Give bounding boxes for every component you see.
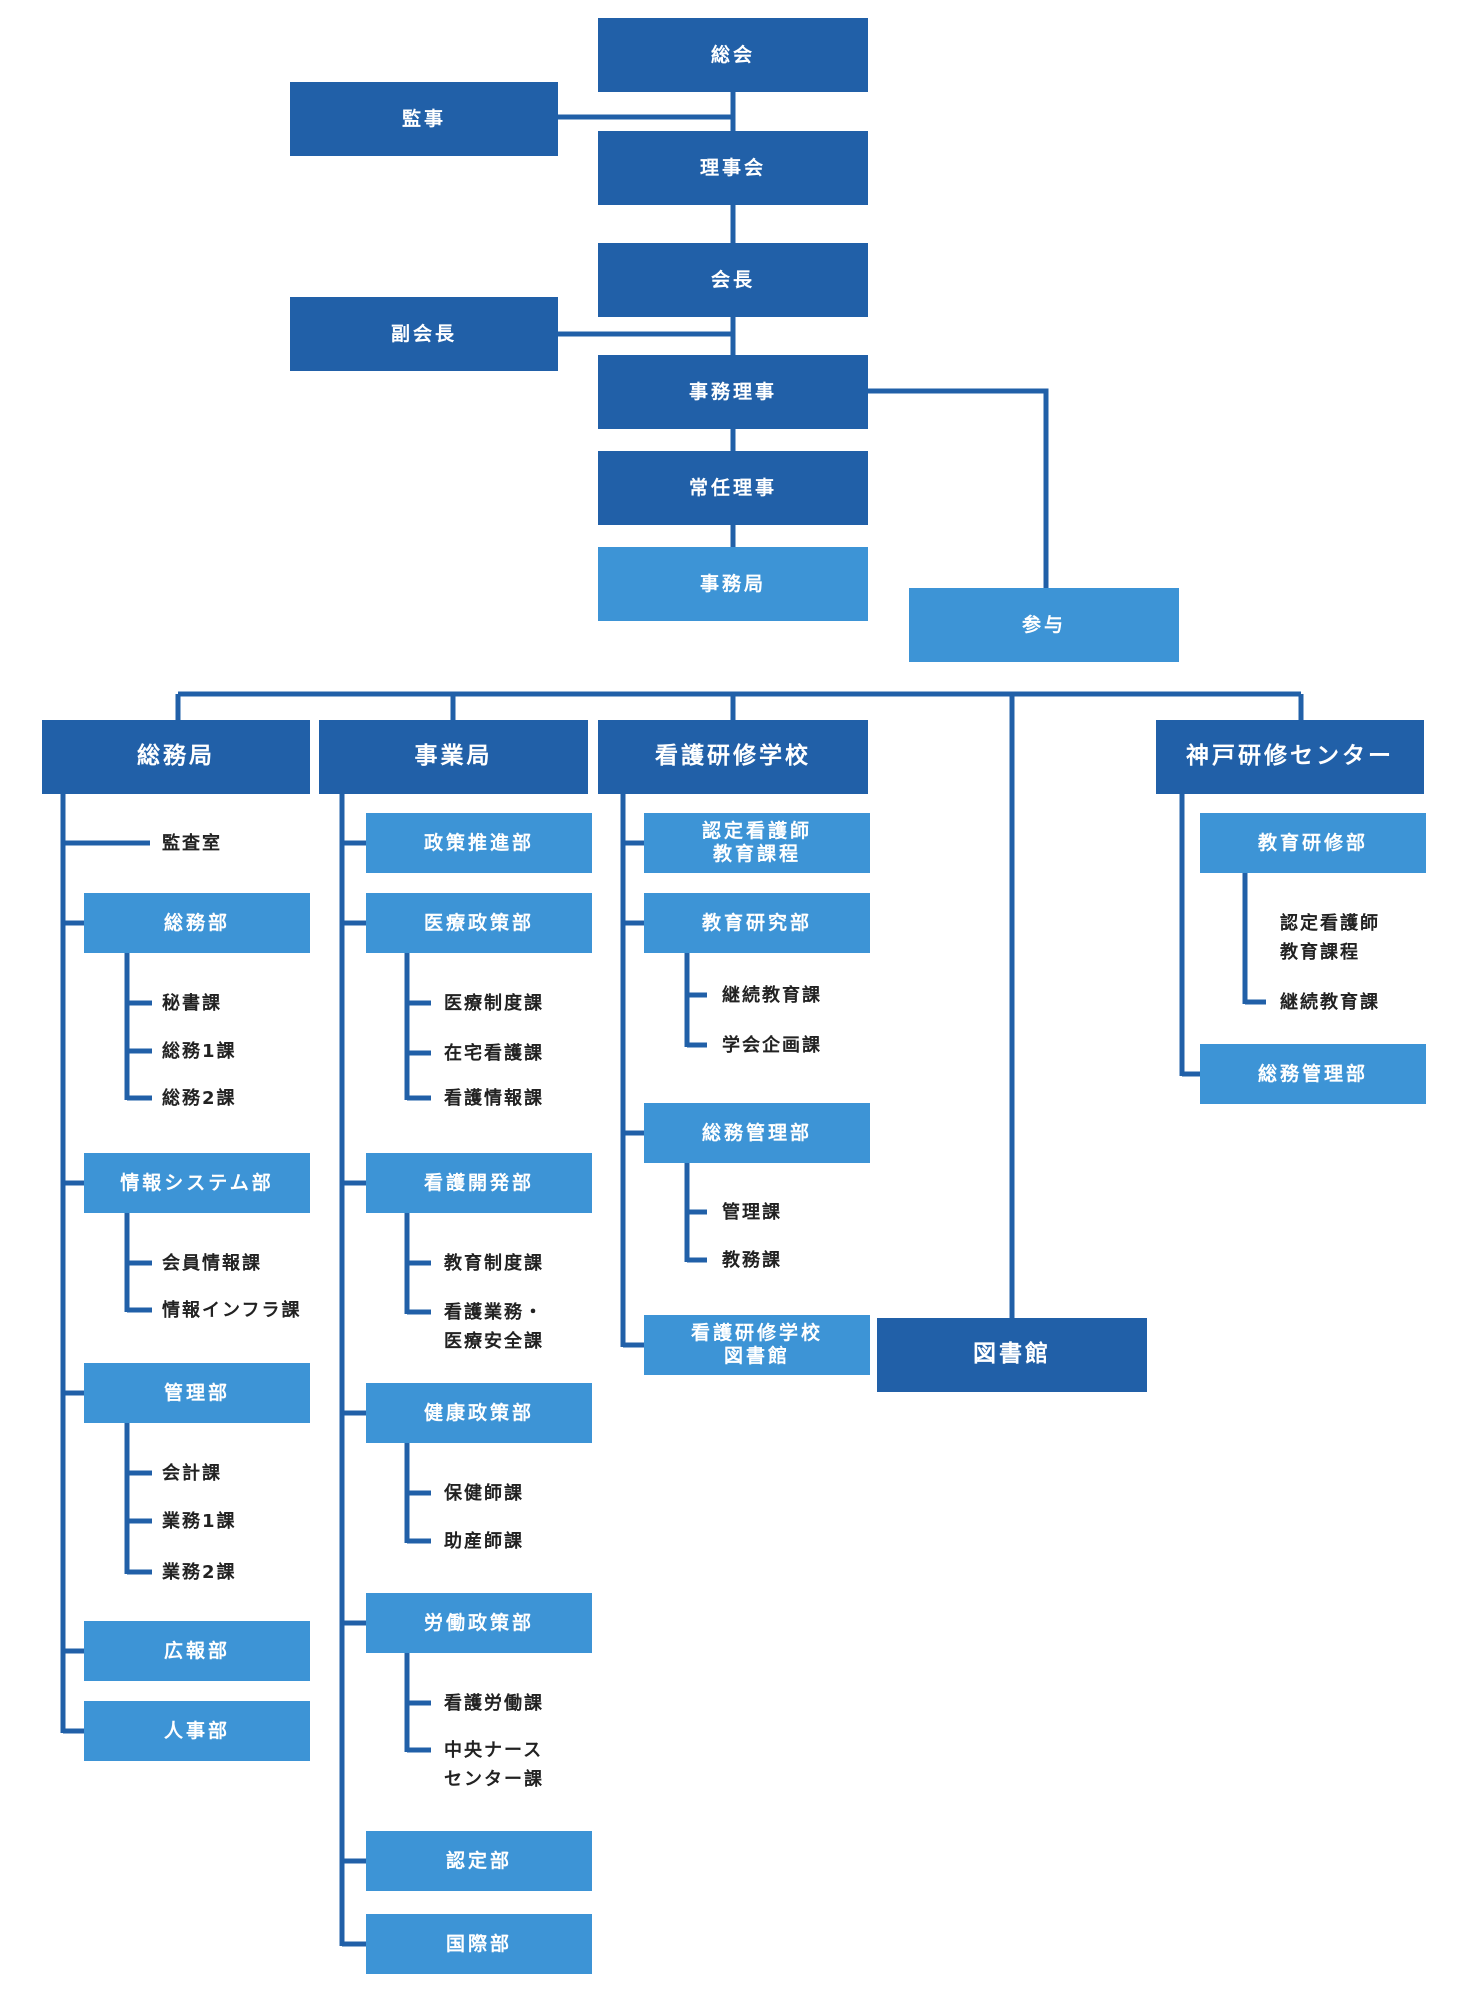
kango-joho-label: 看護情報課 [444,1088,544,1109]
rijikai-label: 理事会 [699,156,766,179]
jigyokyoku-box: 事業局 [319,720,588,794]
kyoiku-kenkyu-box: 教育研究部 [644,893,870,953]
chuo-nurse-label: 中央ナースセンター課 [444,1736,544,1794]
somukyoku-label: 総務局 [137,743,215,770]
somukyoku-box: 総務局 [42,720,310,794]
kobe-nintei-label: 認定看護師教育課程 [1280,909,1380,967]
gakko-toshokan-line2: 図書館 [723,1345,790,1367]
jonin-riji-box: 常任理事 [598,451,868,525]
seisaku-suishin-box: 政策推進部 [366,813,592,873]
jimu-riji-box: 事務理事 [598,355,868,429]
kyomu-label: 教務課 [722,1250,782,1271]
gakko-somu-kanri-label: 総務管理部 [701,1121,812,1144]
kenko-seisaku-label: 健康政策部 [423,1401,534,1424]
kanribu-label: 管理部 [163,1381,230,1404]
kobe-keizoku-label: 継続教育課 [1280,992,1380,1013]
sanyo-label: 参与 [1021,613,1066,636]
gakko-label: 看護研修学校 [655,743,811,770]
kokusai-label: 国際部 [445,1932,512,1955]
gyomu2-label: 業務2課 [162,1562,237,1583]
iryo-seisaku-box: 医療政策部 [366,893,592,953]
kanji-box: 監事 [290,82,558,156]
iryo-seisaku-label: 医療政策部 [423,911,534,934]
soukai-label: 総会 [710,43,755,66]
nintei-label: 認定部 [445,1849,512,1872]
hisho-label: 秘書課 [162,993,222,1014]
nintei-kyoiku-line1: 認定看護師 [701,820,812,843]
chuo-nurse-line1: 中央ナース [444,1740,544,1761]
toshokan-box: 図書館 [877,1318,1147,1392]
kango-rodo-label: 看護労働課 [444,1693,544,1714]
rodo-seisaku-box: 労働政策部 [366,1593,592,1653]
kango-kaihatsu-box: 看護開発部 [366,1153,592,1213]
fukukaicho-label: 副会長 [390,322,457,345]
nintei-kyoiku-line2: 教育課程 [712,843,801,865]
kanribu-box: 管理部 [84,1363,310,1423]
nintei-box: 認定部 [366,1831,592,1891]
jigyokyoku-label: 事業局 [414,743,493,770]
kyoiku-kenshu-box: 教育研修部 [1200,813,1426,873]
gakkai-label: 学会企画課 [722,1035,822,1056]
gakko-toshokan-box: 看護研修学校図書館 [644,1315,870,1375]
kobe-nintei-line2: 教育課程 [1280,942,1360,963]
kango-gyomu-line1: 看護業務・ [444,1302,544,1323]
gakko-box: 看護研修学校 [598,720,868,794]
kobe-somu-kanri-box: 総務管理部 [1200,1044,1426,1104]
nintei-kyoiku-box: 認定看護師教育課程 [644,813,870,873]
rijikai-box: 理事会 [598,131,868,205]
soukai-box: 総会 [598,18,868,92]
kyoiku-kenshu-label: 教育研修部 [1257,831,1368,854]
rodo-seisaku-label: 労働政策部 [423,1611,534,1634]
jinjibu-label: 人事部 [163,1719,230,1742]
kango-gyomu-label: 看護業務・医療安全課 [444,1298,544,1356]
kobe-label: 神戸研修センター [1186,743,1394,770]
kenko-seisaku-box: 健康政策部 [366,1383,592,1443]
gyomu1-label: 業務1課 [162,1511,237,1532]
somubu-label: 総務部 [163,911,230,934]
kyoiku-kenkyu-label: 教育研究部 [701,911,812,934]
kanji-label: 監事 [401,107,446,130]
kobe-box: 神戸研修センター [1156,720,1424,794]
keizoku-label: 継続教育課 [722,985,822,1006]
gakko-toshokan-line1: 看護研修学校 [690,1322,823,1345]
joho-system-box: 情報システム部 [84,1153,310,1213]
kango-gyomu-line2: 医療安全課 [444,1331,544,1352]
kobe-somu-kanri-label: 総務管理部 [1257,1062,1368,1085]
jimukyoku-box: 事務局 [598,547,868,621]
kansashitsu-label: 監査室 [162,833,222,854]
jimukyoku-label: 事務局 [699,572,766,595]
toshokan-label: 図書館 [973,1341,1051,1368]
kaiin-joho-label: 会員情報課 [162,1253,262,1274]
somubu-box: 総務部 [84,893,310,953]
kaicho-box: 会長 [598,243,868,317]
fukukaicho-box: 副会長 [290,297,558,371]
joho-system-label: 情報システム部 [120,1171,274,1194]
hokenshi-label: 保健師課 [444,1483,524,1504]
kobe-nintei-line1: 認定看護師 [1280,913,1380,934]
josanshi-label: 助産師課 [444,1531,524,1552]
jinjibu-box: 人事部 [84,1701,310,1761]
kaicho-label: 会長 [710,268,755,291]
kohobu-label: 広報部 [163,1639,230,1662]
gakko-somu-kanri-box: 総務管理部 [644,1103,870,1163]
joho-infra-label: 情報インフラ課 [162,1300,302,1321]
kanri-label: 管理課 [722,1202,782,1223]
sanyo-box: 参与 [909,588,1179,662]
kaikei-label: 会計課 [162,1463,222,1484]
seisaku-suishin-label: 政策推進部 [423,831,534,854]
somu1-label: 総務1課 [162,1041,237,1062]
iryo-seido-label: 医療制度課 [444,993,544,1014]
kohobu-box: 広報部 [84,1621,310,1681]
chuo-nurse-line2: センター課 [444,1769,544,1790]
kokusai-box: 国際部 [366,1914,592,1974]
jonin-riji-label: 常任理事 [688,476,777,499]
kyoiku-seido-label: 教育制度課 [444,1253,544,1274]
jimu-riji-label: 事務理事 [688,380,777,403]
somu2-label: 総務2課 [162,1088,237,1109]
zaitaku-label: 在宅看護課 [444,1043,544,1064]
kango-kaihatsu-label: 看護開発部 [423,1171,534,1194]
